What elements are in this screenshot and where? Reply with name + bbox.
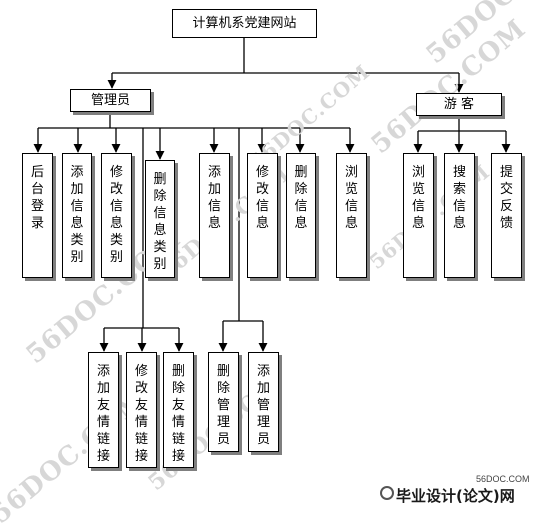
- admin-func-7: 浏览信息: [336, 153, 367, 278]
- site-logo: 56DOC.COM 毕业设计(论文)网: [380, 474, 540, 505]
- link-func-1: 修改友情链接: [126, 352, 157, 468]
- root-label: 计算机系党建网站: [192, 16, 297, 31]
- visitor-func-0: 浏览信息: [403, 153, 434, 278]
- admin-func-4: 添加信息: [199, 153, 230, 278]
- visitor-func-1: 搜索信息: [444, 153, 475, 278]
- link-func-2: 删除友情链接: [163, 352, 194, 468]
- admin-label: 管理员: [90, 93, 130, 108]
- logo-text: 毕业设计(论文)网: [396, 487, 515, 505]
- admin-node: 管理员: [70, 89, 151, 112]
- visitor-label: 游 客: [443, 97, 475, 112]
- manager-func-1: 添加管理员: [248, 352, 279, 452]
- link-func-0: 添加友情链接: [88, 352, 119, 468]
- root-node: 计算机系党建网站: [172, 9, 317, 38]
- visitor-node: 游 客: [416, 93, 502, 116]
- admin-func-6: 删除信息: [286, 153, 316, 278]
- admin-func-5: 修改信息: [247, 153, 278, 278]
- logo-mark-icon: [380, 486, 394, 500]
- admin-func-3: 删除信息类别: [145, 160, 175, 278]
- admin-func-2: 修改信息类别: [101, 153, 132, 278]
- manager-func-0: 删除管理员: [208, 352, 239, 452]
- connector-lines: [33, 38, 511, 352]
- admin-func-1: 添加信息类别: [62, 153, 92, 278]
- logo-url: 56DOC.COM: [476, 474, 530, 484]
- visitor-func-2: 提交反馈: [491, 153, 522, 278]
- admin-func-0: 后台登录: [22, 153, 53, 278]
